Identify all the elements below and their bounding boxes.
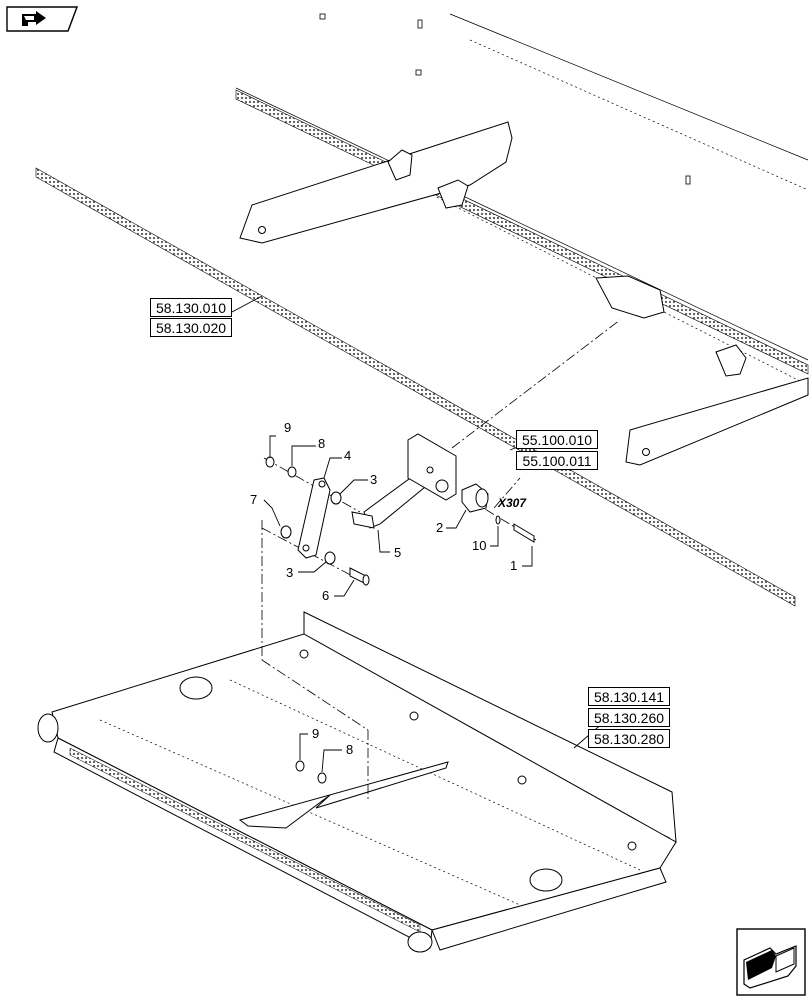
ref-58-130-010[interactable]: 58.130.010 [150, 298, 232, 317]
top-hardware [319, 13, 691, 185]
callout-6: 6 [322, 588, 329, 603]
knife-bar-lower [35, 167, 796, 607]
ref-58-130-020[interactable]: 58.130.020 [150, 318, 232, 337]
part-6-pin [349, 567, 370, 586]
callout-3-lower: 3 [286, 565, 293, 580]
callout-5: 5 [394, 545, 401, 560]
callout-7: 7 [250, 492, 257, 507]
ref-55-100-010[interactable]: 55.100.010 [516, 430, 598, 449]
callout-numbers: 9 8 4 3 5 7 3 6 2 10 1 9 8 X307 [250, 420, 527, 757]
callout-3-upper: 3 [370, 472, 377, 487]
connector-label: X307 [497, 496, 527, 510]
next-page-icon[interactable] [736, 928, 806, 996]
previous-page-icon[interactable] [6, 6, 79, 32]
right-bracket [595, 275, 809, 466]
callout-10: 10 [472, 538, 486, 553]
callout-4: 4 [344, 448, 351, 463]
callout-8-bottom: 8 [346, 742, 353, 757]
callout-2: 2 [436, 520, 443, 535]
ref-58-130-141[interactable]: 58.130.141 [588, 687, 670, 706]
upper-left-bracket [239, 121, 513, 244]
ref-55-100-011[interactable]: 55.100.011 [516, 451, 598, 470]
ref-58-130-280[interactable]: 58.130.280 [588, 729, 670, 748]
center-lines [261, 319, 621, 802]
callout-1: 1 [510, 558, 517, 573]
callout-8-top: 8 [318, 436, 325, 451]
part-1-pin [513, 523, 535, 543]
ref-58-130-260[interactable]: 58.130.260 [588, 708, 670, 727]
callout-9-bottom: 9 [312, 726, 319, 741]
washers [265, 456, 501, 784]
callout-9-top: 9 [284, 420, 291, 435]
lower-tray [37, 611, 677, 953]
knife-bar-upper [235, 89, 809, 375]
callout-leaders [231, 295, 605, 773]
part-4-lever [297, 477, 331, 559]
part-2-sensor [461, 483, 489, 513]
part-5-plate [407, 433, 457, 501]
